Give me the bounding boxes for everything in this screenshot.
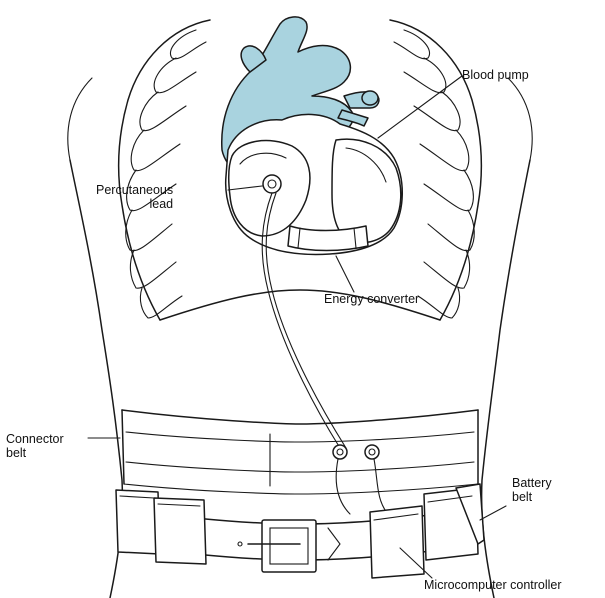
label-microcomputer-controller: Microcomputer controller bbox=[424, 578, 562, 592]
label-energy-converter: Energy converter bbox=[324, 292, 419, 306]
label-percutaneous-lead: Percutaneous lead bbox=[96, 183, 173, 211]
right-rib-cage bbox=[390, 20, 481, 320]
label-blood-pump: Blood pump bbox=[462, 68, 529, 82]
label-battery-belt: Battery belt bbox=[512, 476, 552, 504]
left-rib-cage bbox=[119, 20, 210, 320]
heart-body bbox=[226, 114, 403, 254]
label-connector-belt: Connector belt bbox=[6, 432, 64, 460]
battery-belt-shape bbox=[116, 484, 484, 578]
